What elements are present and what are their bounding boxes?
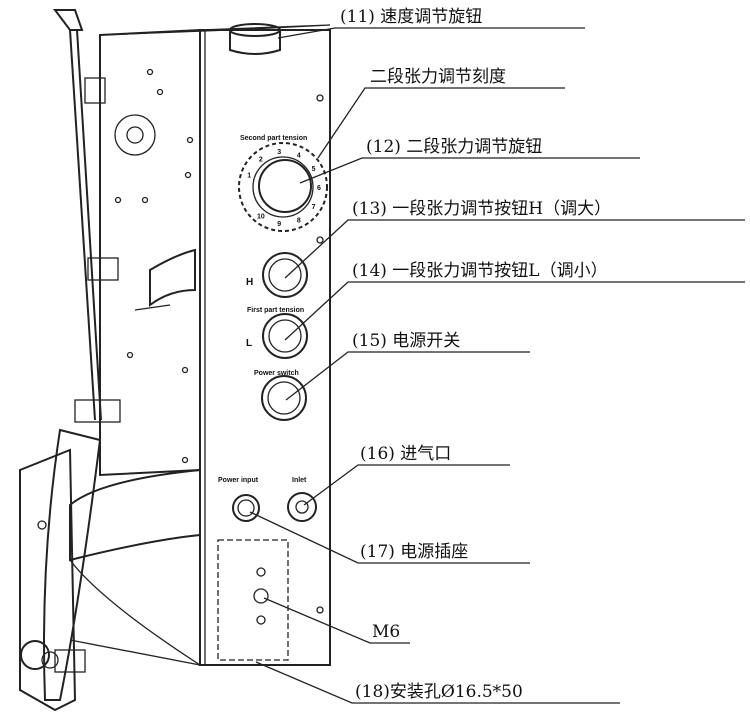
dial-tick-label: 6 (317, 185, 321, 192)
dial-tick-label: 2 (259, 157, 263, 164)
side-panel (84, 24, 331, 477)
label-m6: M6 (372, 622, 400, 642)
dial-tick-label: 3 (277, 149, 281, 156)
label-power-switch: (15) 电源开关 (352, 331, 460, 351)
air-inlet[interactable] (287, 492, 317, 522)
dial-tick-label: 5 (312, 166, 316, 173)
first-tension-caption: First part tension (247, 307, 304, 314)
label-mount-hole: (18)安装孔Ø16.5*50 (355, 682, 523, 702)
dial-tick-label: 1 (247, 173, 251, 180)
tension-arm (19, 9, 121, 712)
h-button[interactable] (262, 252, 308, 298)
inlet-caption: Inlet (292, 477, 307, 484)
label-speed-knob: (11) 速度调节旋钮 (340, 7, 482, 27)
leader-lines (249, 27, 745, 704)
power-switch[interactable] (261, 375, 307, 421)
l-label: L (246, 338, 252, 349)
dial-tick-label: 10 (257, 213, 265, 220)
l-button[interactable] (262, 313, 308, 359)
second-tension-dial[interactable] (238, 142, 328, 232)
second-tension-caption: Second part tension (240, 135, 307, 142)
dial-tick-label: 4 (297, 153, 301, 160)
label-power-socket: (17) 电源插座 (360, 542, 468, 562)
label-second-scale: 二段张力调节刻度 (370, 67, 506, 87)
power-switch-caption: Power switch (254, 370, 299, 377)
front-panel (69, 23, 331, 666)
dial-tick-label: 9 (277, 221, 281, 228)
dial-tick-label: 7 (312, 204, 316, 211)
label-inlet: (16) 进气口 (360, 444, 451, 464)
power-socket[interactable] (232, 494, 260, 522)
label-first-h: (13) 一段张力调节按钮H（调大） (352, 199, 611, 219)
h-label: H (246, 277, 253, 288)
label-second-knob: (12) 二段张力调节旋钮 (366, 137, 542, 157)
dial-ticks: 1 2 3 4 5 6 7 8 9 10 (247, 149, 321, 228)
label-first-l: (14) 一段张力调节按钮L（调小） (352, 261, 608, 281)
power-input-caption: Power input (218, 477, 259, 484)
dial-tick-label: 8 (297, 217, 301, 224)
